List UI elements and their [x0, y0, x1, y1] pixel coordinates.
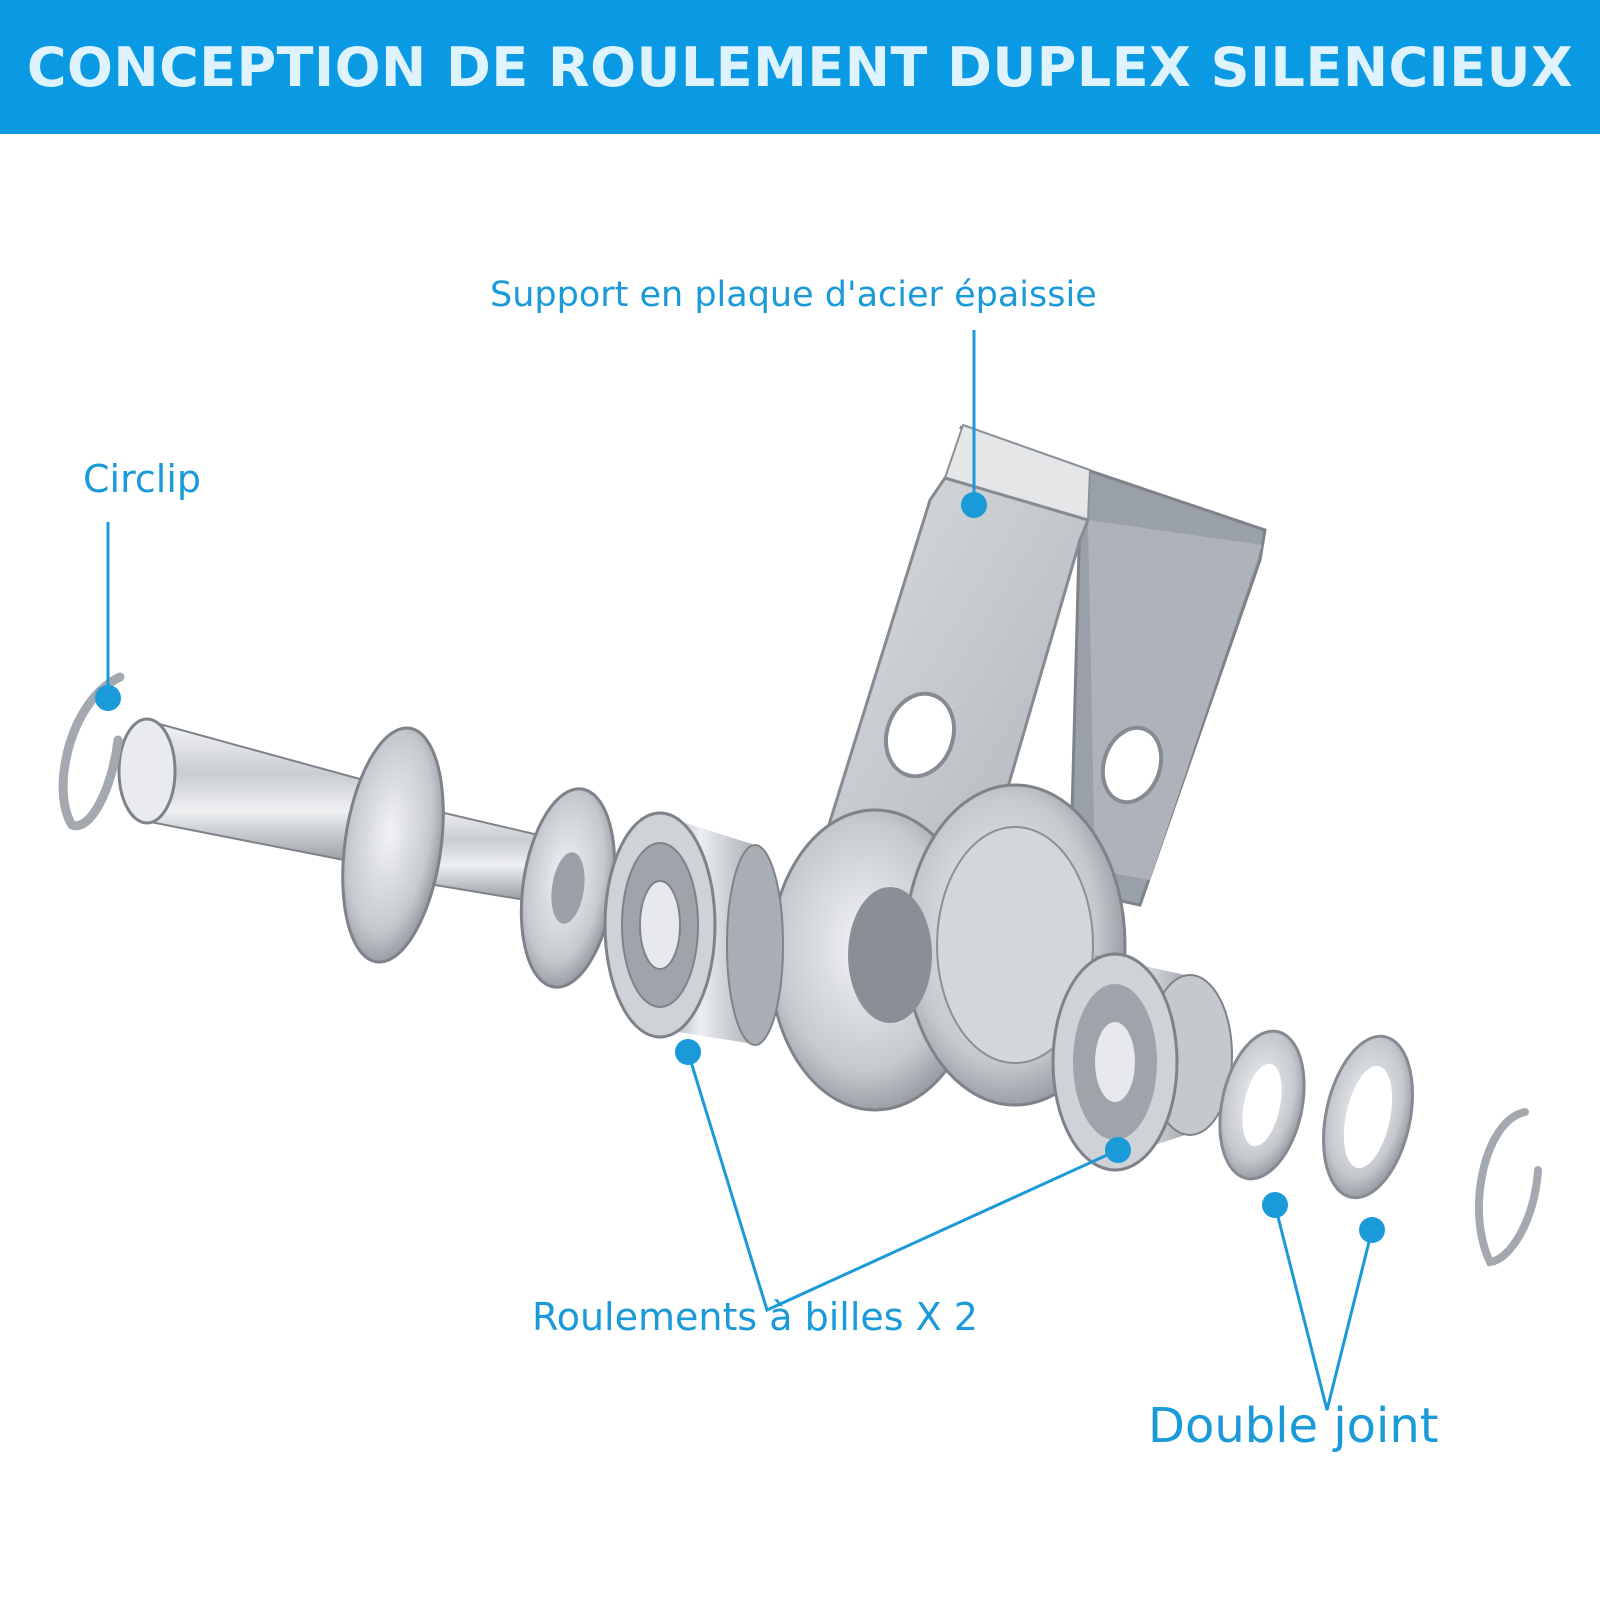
circlip-left	[58, 672, 125, 831]
seal-washer-2	[1322, 1034, 1414, 1200]
seal-leader-line	[1273, 1204, 1374, 1411]
support-label: Support en plaque d'acier épaissie	[490, 275, 1097, 315]
callout-leaders	[106, 330, 1374, 1411]
circlip-label: Circlip	[83, 457, 202, 501]
shaft-flange-washer	[341, 726, 445, 964]
seal-1-callout-dot	[1262, 1192, 1288, 1218]
support-callout-dot	[961, 492, 987, 518]
header-banner: CONCEPTION DE ROULEMENT DUPLEX SILENCIEU…	[0, 0, 1600, 134]
bearing-left-callout-dot	[675, 1039, 701, 1065]
seal-washer-1	[1218, 1029, 1306, 1181]
bearings-leader-line	[686, 1051, 1119, 1313]
spacer-washer	[519, 787, 617, 989]
double-seal-label: Double joint	[1148, 1398, 1439, 1454]
circlip-callout-dot	[95, 685, 121, 711]
circlip-right	[1475, 1108, 1542, 1267]
axle-shaft	[117, 717, 562, 907]
bearings-label: Roulements à billes X 2	[532, 1295, 978, 1339]
seal-2-callout-dot	[1359, 1217, 1385, 1243]
callout-dots	[95, 492, 1385, 1243]
page-title: CONCEPTION DE ROULEMENT DUPLEX SILENCIEU…	[26, 35, 1574, 99]
ball-bearing-right	[1051, 952, 1233, 1172]
ball-bearing-left	[603, 811, 784, 1046]
bearing-right-callout-dot	[1105, 1137, 1131, 1163]
